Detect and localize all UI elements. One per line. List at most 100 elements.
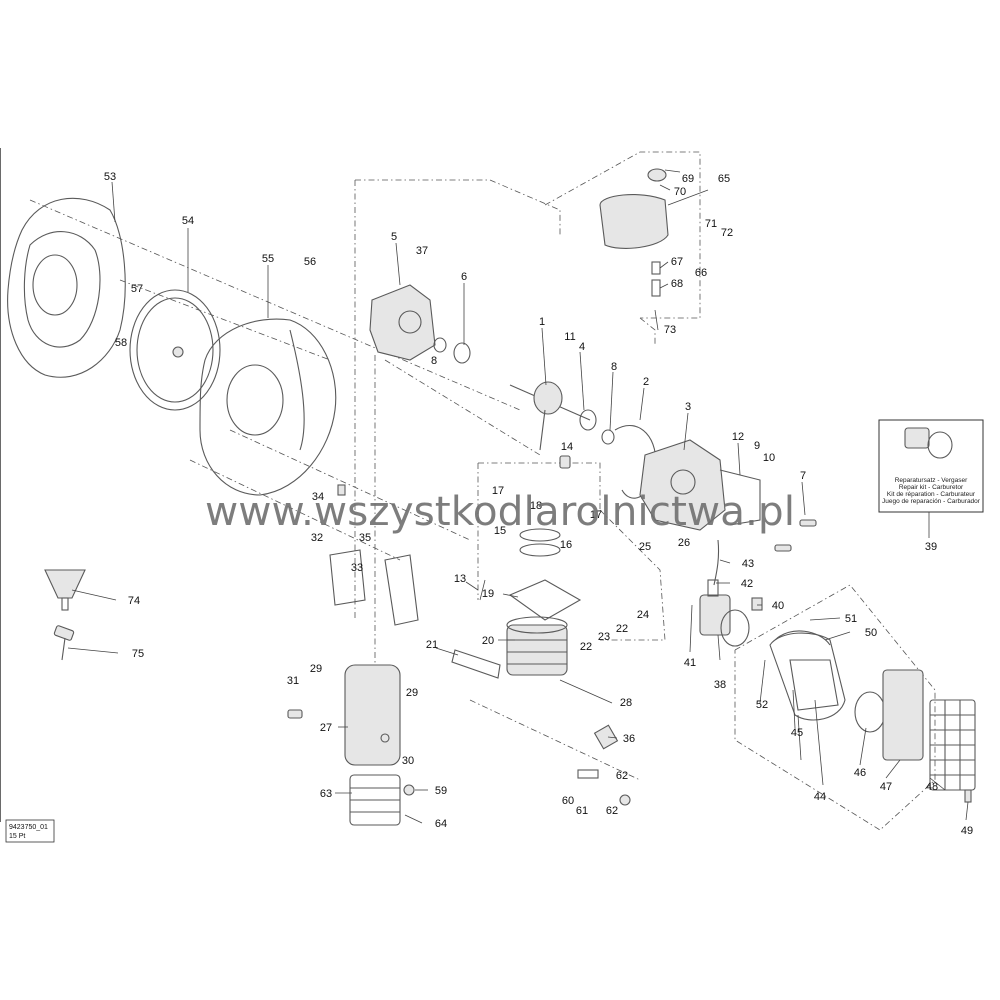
callout-labels: 53 54 55 56 57 58 5 37 6 8 1 11 4 8 2 3 … (104, 171, 973, 837)
callout-7: 7 (800, 470, 806, 482)
fuel-line (713, 539, 720, 586)
fan-housing (199, 318, 337, 496)
callout-48: 48 (926, 781, 938, 793)
filter-seal (854, 691, 886, 733)
callout-30: 30 (402, 755, 414, 767)
fan-housing-cover (7, 197, 126, 378)
callout-12: 12 (732, 431, 744, 443)
cylinder-gasket (508, 579, 582, 621)
callout-71: 71 (705, 218, 717, 230)
muffler (344, 664, 401, 766)
callout-22-a: 22 (616, 623, 628, 635)
seal-ring (433, 337, 471, 364)
filter-element (882, 669, 924, 761)
heat-shield (329, 549, 419, 626)
callout-42: 42 (741, 578, 753, 590)
spark-plug-wrench (53, 625, 75, 661)
callout-66: 66 (695, 267, 707, 279)
callout-67: 67 (671, 256, 683, 268)
air-filter-housing (769, 632, 846, 721)
crankshaft (509, 381, 615, 451)
callout-16: 16 (560, 539, 572, 551)
fuel-filter (651, 261, 661, 297)
hose-clamp (774, 630, 831, 646)
callout-72: 72 (721, 227, 733, 239)
callout-41: 41 (684, 657, 696, 669)
needle-bearing (559, 455, 571, 469)
callout-73: 73 (664, 324, 676, 336)
crankcase-half-right (639, 439, 726, 531)
callout-27: 27 (320, 722, 332, 734)
callout-29-a: 29 (310, 663, 322, 675)
crankcase-half (369, 284, 436, 361)
filter-cover-grid (929, 699, 976, 791)
callout-21: 21 (426, 639, 438, 651)
callout-59: 59 (435, 785, 447, 797)
callout-40: 40 (772, 600, 784, 612)
callout-58: 58 (115, 337, 127, 349)
callout-61: 61 (576, 805, 588, 817)
callout-22-b: 22 (580, 641, 592, 653)
muffler-guard (349, 774, 401, 826)
callout-43: 43 (742, 558, 754, 570)
callout-17-b: 17 (590, 509, 602, 521)
callout-62-b: 62 (606, 805, 618, 817)
callout-11: 11 (564, 331, 575, 343)
callout-2: 2 (643, 376, 649, 388)
callout-70: 70 (674, 186, 686, 198)
fuel-tank (599, 168, 669, 249)
repair-kit-box: Reparatursatz - Vergaser Repair kit - Ca… (878, 419, 984, 513)
drawing-id: 9423750_01 (9, 824, 48, 831)
callout-31: 31 (287, 675, 299, 687)
callout-37: 37 (416, 245, 428, 257)
piston-rings (519, 528, 561, 557)
callout-29-b: 29 (406, 687, 418, 699)
repair-kit-label-4: Juego de reparación - Carburador (882, 498, 981, 505)
callout-14: 14 (561, 441, 573, 453)
callout-5: 5 (391, 231, 397, 243)
callout-38: 38 (714, 679, 726, 691)
callout-9: 9 (754, 440, 760, 452)
callout-34: 34 (312, 491, 324, 503)
callout-19: 19 (482, 588, 494, 600)
grouping-lines (29, 151, 936, 831)
callout-17-a: 17 (492, 485, 504, 497)
callout-60: 60 (562, 795, 574, 807)
callout-45: 45 (791, 727, 803, 739)
screws (287, 484, 972, 806)
callout-3: 3 (685, 401, 691, 413)
callout-8-b: 8 (611, 361, 617, 373)
callout-15: 15 (494, 525, 506, 537)
cylinder (506, 616, 568, 676)
callout-49: 49 (961, 825, 973, 837)
callout-1: 1 (539, 316, 545, 328)
callout-24: 24 (637, 609, 649, 621)
callout-74: 74 (128, 595, 140, 607)
callout-44: 44 (814, 791, 826, 803)
repair-kit-label-2: Repair kit - Carburetor (899, 484, 964, 491)
callout-8-a: 8 (431, 355, 437, 367)
callout-55: 55 (262, 253, 274, 265)
callout-33: 33 (351, 562, 363, 574)
callout-52: 52 (756, 699, 768, 711)
repair-kit-label-1: Reparatursatz - Vergaser (895, 477, 968, 484)
callout-13: 13 (454, 573, 466, 585)
callout-63: 63 (320, 788, 332, 800)
callout-20: 20 (482, 635, 494, 647)
callout-26: 26 (678, 537, 690, 549)
repair-kit-label-3: Kit de réparation - Carburateur (887, 491, 976, 498)
callout-39: 39 (925, 541, 937, 553)
callout-51: 51 (845, 613, 857, 625)
callout-46: 46 (854, 767, 866, 779)
callout-56: 56 (304, 256, 316, 268)
fan-wheel (129, 289, 221, 411)
callout-10: 10 (763, 452, 775, 464)
callout-75: 75 (132, 648, 144, 660)
callout-23: 23 (598, 631, 610, 643)
callout-4: 4 (579, 341, 585, 353)
callout-50: 50 (865, 627, 877, 639)
exhaust-gasket (451, 649, 501, 679)
callout-68: 68 (671, 278, 683, 290)
callout-53: 53 (104, 171, 116, 183)
